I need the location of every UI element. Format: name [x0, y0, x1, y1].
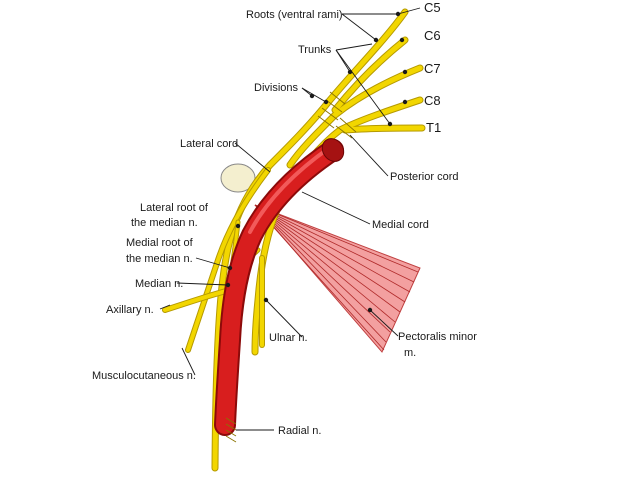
- coracoid-bone: [220, 163, 256, 193]
- label-pectoralis-line1: Pectoralis minor: [398, 331, 477, 343]
- label-medial-cord: Medial cord: [372, 219, 429, 231]
- label-lateral-root-line1: Lateral root of: [140, 202, 209, 214]
- label-divisions: Divisions: [254, 82, 299, 94]
- label-medial-root-line1: Medial root of: [126, 237, 194, 249]
- label-axillary-n: Axillary n.: [106, 304, 154, 316]
- label-pectoralis-line2: m.: [404, 347, 416, 359]
- division-hatches: [317, 91, 357, 139]
- label-t1: T1: [426, 120, 441, 135]
- label-ulnar-n: Ulnar n.: [269, 332, 308, 344]
- axillary-artery: [214, 138, 345, 436]
- label-medial-root-line2: the median n.: [126, 253, 193, 265]
- label-c6: C6: [424, 28, 441, 43]
- label-trunks: Trunks: [298, 44, 332, 56]
- leader-lines: [159, 7, 421, 431]
- label-c7: C7: [424, 61, 441, 76]
- label-c5: C5: [424, 0, 441, 15]
- label-musculocutaneous-n: Musculocutaneous n.: [92, 370, 196, 382]
- leader-dots: [225, 11, 408, 313]
- label-roots: Roots (ventral rami): [246, 9, 343, 21]
- label-posterior-cord: Posterior cord: [390, 171, 458, 183]
- labels: C5 C6 C7 C8 T1 Roots (ventral rami) Trun…: [92, 0, 477, 437]
- label-lateral-cord: Lateral cord: [180, 138, 238, 150]
- label-median-n: Median n.: [135, 278, 183, 290]
- radial-nerve-hatch: [225, 417, 237, 443]
- label-radial-n: Radial n.: [278, 425, 321, 437]
- pectoralis-minor-muscle: [254, 204, 421, 353]
- label-lateral-root-line2: the median n.: [131, 217, 198, 229]
- label-c8: C8: [424, 93, 441, 108]
